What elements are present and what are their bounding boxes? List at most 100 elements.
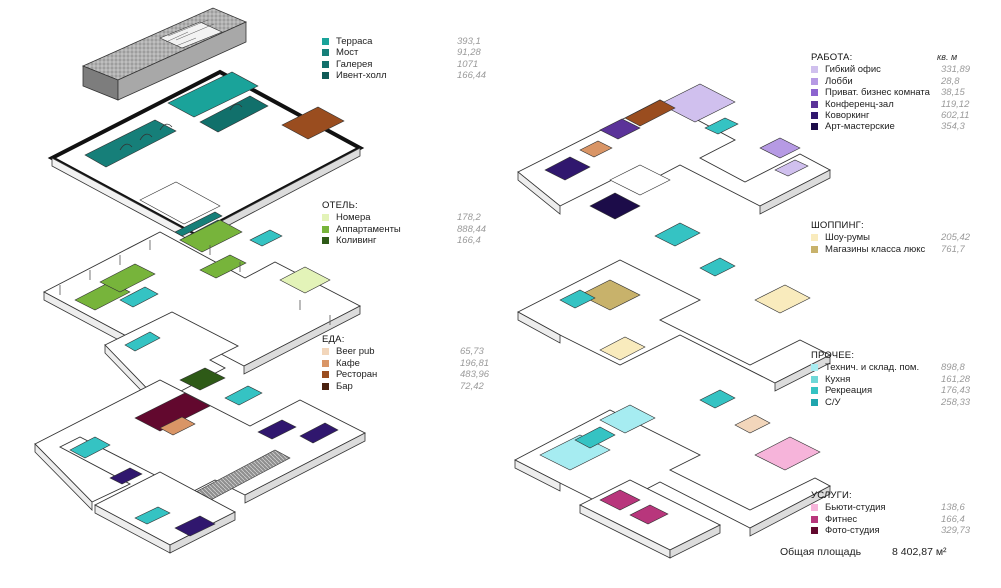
legend-value: 119,12: [941, 98, 970, 110]
legend-label: Аппартаменты: [336, 223, 401, 235]
legend-title: ПРОЧЕЕ:: [811, 350, 855, 361]
legend-value: 28,8: [941, 75, 960, 87]
swatch-conference: [811, 100, 818, 108]
legend-label: Лобби: [825, 75, 853, 87]
legend-value: 354,3: [941, 121, 965, 133]
swatch-kitchen: [811, 375, 818, 383]
unit-label: кв. м: [937, 52, 958, 62]
swatch-beer-pub: [322, 348, 329, 356]
legend-value: 258,33: [941, 396, 971, 408]
legend-item: Конференц-зал 119,12: [811, 99, 971, 110]
legend-label: Ивент-холл: [336, 70, 387, 82]
swatch-art-studio: [811, 123, 818, 131]
legend-item: Приват. бизнес комната 38,15: [811, 87, 971, 98]
legend-item: Ресторан 483,96: [322, 369, 492, 380]
swatch-fitness: [811, 515, 818, 523]
roof-glass-block: [81, 7, 247, 101]
legend-label: Фитнес: [825, 513, 858, 525]
swatch-flex-office: [811, 66, 818, 74]
legend-label: Коворкинг: [825, 109, 870, 121]
swatch-wc: [811, 398, 818, 406]
legend-label: Гибкий офис: [825, 64, 881, 76]
legend-item: Кафе 196,81: [322, 358, 492, 369]
level-hotel: [43, 219, 361, 375]
legend-label: Фото-студия: [825, 525, 880, 537]
swatch-private-room: [811, 89, 818, 97]
legend-shopping: ШОППИНГ: Шоу-румы 205,42 Магазины класса…: [811, 220, 971, 255]
legend-value: 602,11: [941, 109, 970, 121]
legend-value: 178,2: [457, 212, 481, 224]
swatch-coliving: [322, 237, 329, 245]
swatch-restaurant: [322, 371, 329, 379]
legend-item: Коворкинг 602,11: [811, 110, 971, 121]
swatch-recreation: [811, 387, 818, 395]
legend-item: Галерея 1071: [322, 59, 487, 70]
legend-label: Коливинг: [336, 235, 377, 247]
swatch-bar: [322, 382, 329, 390]
legend-label: Рекреация: [825, 385, 873, 397]
legend-value: 888,44: [457, 223, 487, 235]
legend-value: 166,4: [457, 235, 481, 247]
swatch-photo: [811, 527, 818, 535]
swatch-beauty: [811, 504, 818, 512]
legend-value: 65,73: [460, 346, 484, 358]
legend-value: 205,42: [941, 232, 971, 244]
legend-value: 138,6: [941, 502, 965, 514]
swatch-showroom: [811, 234, 818, 242]
level-shopping: [517, 257, 831, 392]
legend-label: Ресторан: [336, 369, 378, 381]
swatch-tech: [811, 364, 818, 372]
legend-value: 393,1: [457, 36, 481, 47]
legend-label: Кафе: [336, 357, 360, 369]
legend-item: Технич. и склад. пом. 898,8: [811, 362, 971, 373]
legend-value: 329,73: [941, 525, 971, 537]
legend-title: РАБОТА:: [811, 52, 853, 63]
legend-label: Терраса: [336, 36, 373, 47]
legend-item: Номера 178,2: [322, 212, 487, 223]
legend-roof: Терраса 393,1 Мост 91,28 Галерея 1071 Ив…: [322, 36, 487, 82]
level-roof-terrace: [47, 69, 365, 245]
legend-label: Магазины класса люкс: [825, 243, 926, 255]
legend-item: Фитнес 166,4: [811, 514, 971, 525]
legend-label: Номера: [336, 212, 371, 224]
swatch-coworking: [811, 111, 818, 119]
legend-item: Рекреация 176,43: [811, 385, 971, 396]
legend-item: Beer pub 65,73: [322, 346, 492, 357]
legend-item: Ивент-холл 166,44: [322, 70, 487, 81]
legend-item: С/У 258,33: [811, 397, 971, 408]
legend-services: УСЛУГИ: Бьюти-студия 138,6 Фитнес 166,4 …: [811, 490, 971, 537]
legend-value: 1071: [457, 58, 479, 70]
legend-other: ПРОЧЕЕ: Технич. и склад. пом. 898,8 Кухн…: [811, 350, 971, 408]
legend-item: Коливинг 166,4: [322, 235, 487, 246]
legend-label: Конференц-зал: [825, 98, 894, 110]
legend-food: ЕДА: Beer pub 65,73 Кафе 196,81 Ресторан…: [322, 334, 492, 392]
swatch-cafe: [322, 359, 329, 367]
swatch-lobby: [811, 77, 818, 85]
swatch-terrace: [322, 38, 329, 45]
legend-title: ШОППИНГ:: [811, 220, 864, 231]
legend-label: С/У: [825, 396, 841, 408]
legend-item: Фото-студия 329,73: [811, 525, 971, 536]
legend-item: Арт-мастерские 354,3: [811, 121, 971, 132]
legend-title: ОТЕЛЬ:: [322, 200, 358, 211]
legend-item: Терраса 393,1: [322, 36, 487, 47]
legend-value: 331,89: [941, 64, 971, 76]
level-services: [578, 479, 722, 559]
legend-value: 483,96: [460, 369, 490, 381]
legend-title: УСЛУГИ:: [811, 490, 852, 501]
legend-hotel: ОТЕЛЬ: Номера 178,2 Аппартаменты 888,44 …: [322, 200, 487, 247]
legend-label: Beer pub: [336, 346, 375, 358]
legend-value: 898,8: [941, 362, 965, 374]
legend-title: ЕДА:: [322, 334, 345, 345]
legend-value: 72,42: [460, 380, 484, 392]
legend-value: 91,28: [457, 47, 481, 59]
legend-label: Шоу-румы: [825, 232, 870, 244]
legend-value: 166,4: [941, 513, 965, 525]
legend-item: Аппартаменты 888,44: [322, 224, 487, 235]
legend-item: Магазины класса люкс 761,7: [811, 244, 971, 255]
legend-label: Арт-мастерские: [825, 121, 895, 133]
legend-label: Приват. бизнес комната: [825, 87, 930, 99]
legend-value: 176,43: [941, 385, 971, 397]
level-work: [517, 83, 831, 247]
legend-item: Бьюти-студия 138,6: [811, 502, 971, 513]
